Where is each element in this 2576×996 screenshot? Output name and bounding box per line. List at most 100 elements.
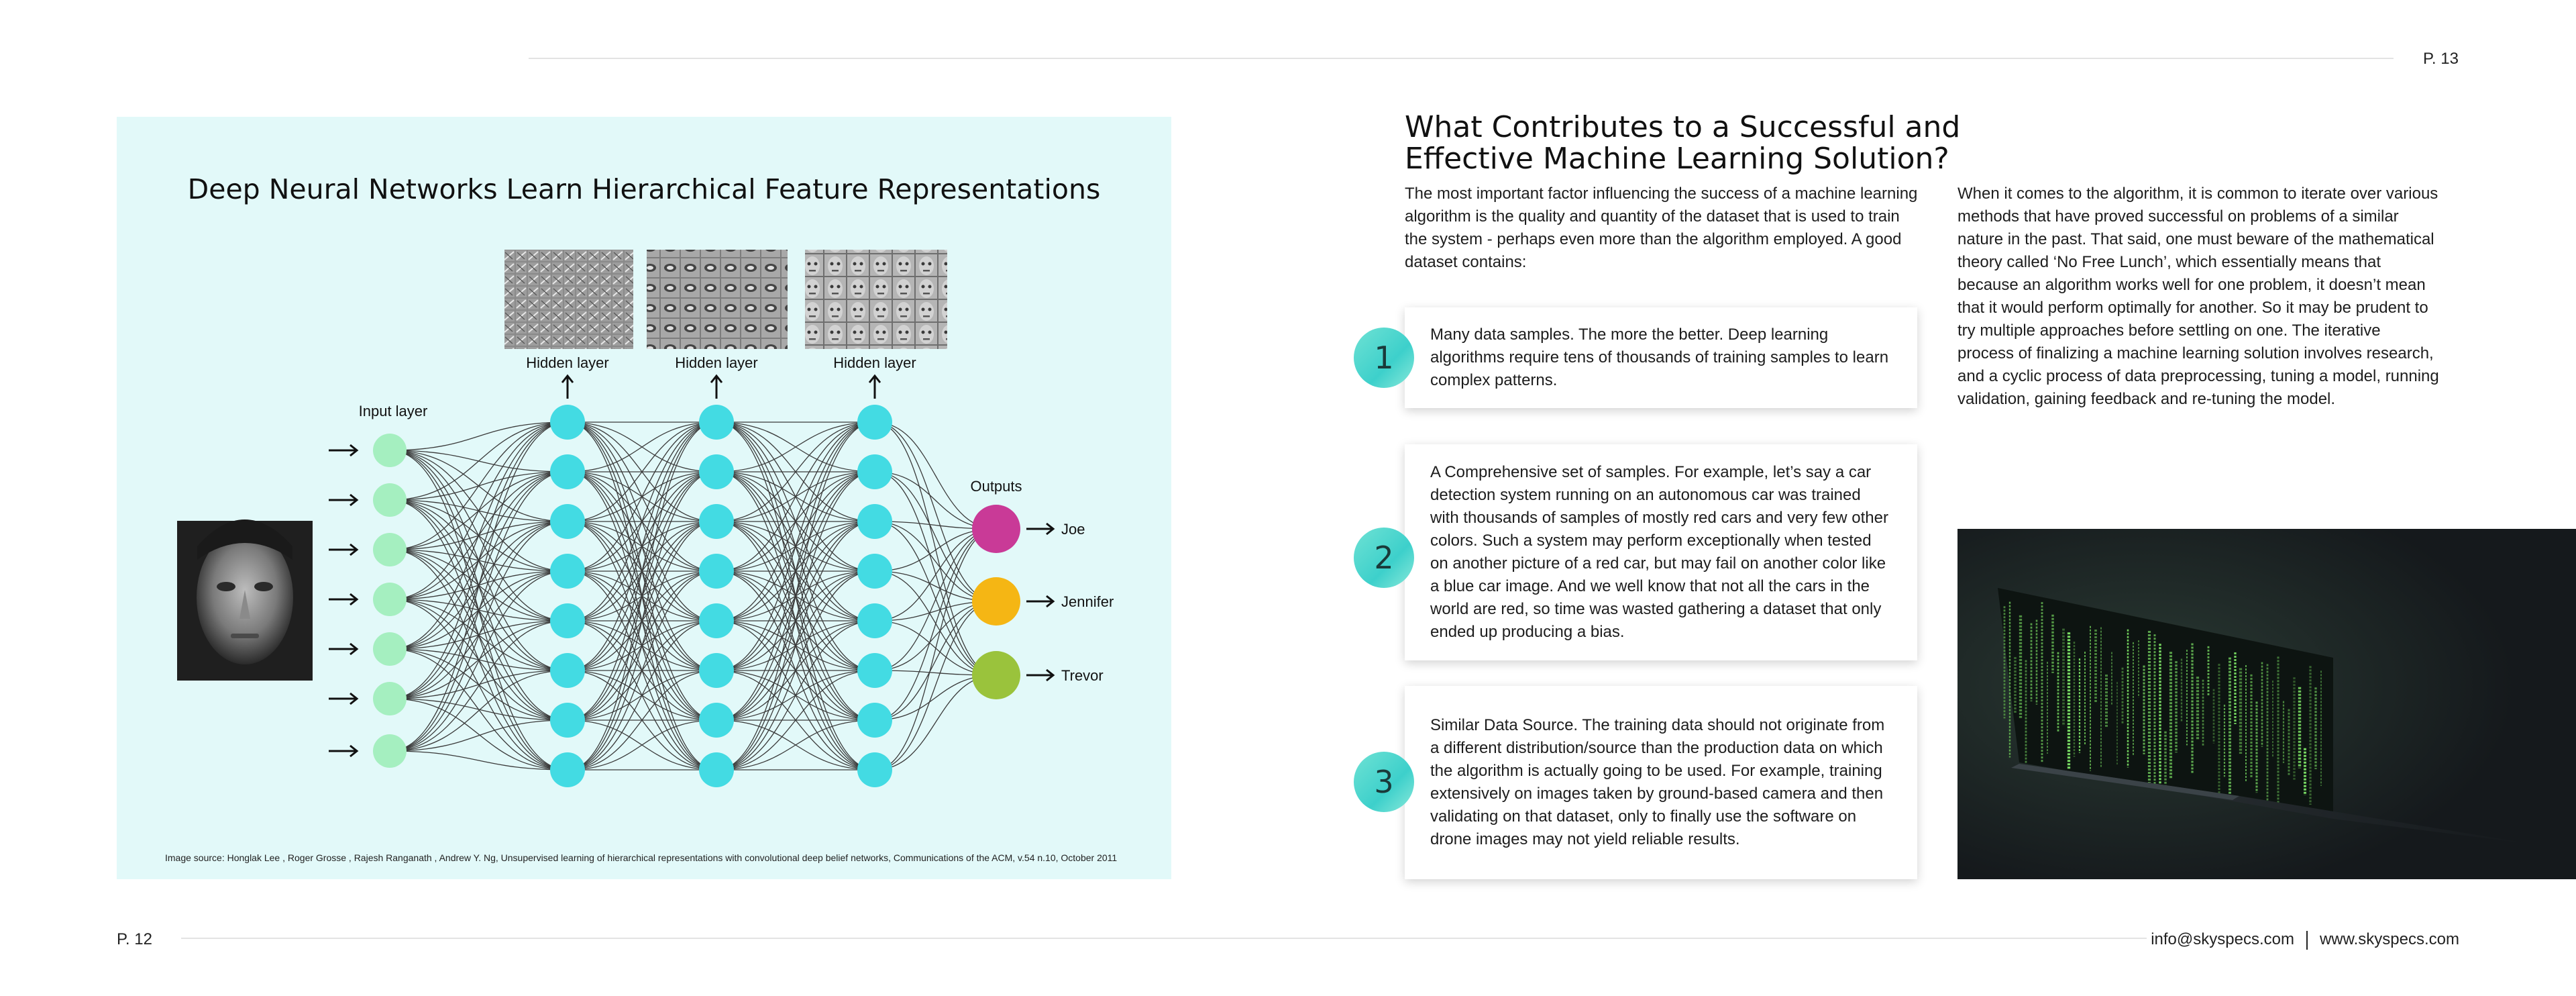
- hidden1-node: [550, 752, 585, 787]
- network-edge: [874, 421, 997, 676]
- input-node: [373, 734, 407, 768]
- output-node: [972, 577, 1020, 626]
- network-edge: [567, 421, 717, 522]
- hidden-up-arrow-head: [868, 374, 881, 383]
- right-column-paragraph: When it comes to the algorithm, it is co…: [1957, 185, 2439, 408]
- hidden2-node: [699, 752, 734, 787]
- hidden-layer-label: Hidden layer: [675, 354, 758, 371]
- output-name-label: Joe: [1061, 521, 1085, 538]
- input-arrow-head: [350, 543, 359, 556]
- laptop-code-photo: [1957, 529, 2576, 879]
- hidden1-node: [550, 405, 585, 440]
- output-arrow-head: [1046, 522, 1055, 536]
- network-edge: [716, 670, 875, 770]
- network-edge: [389, 750, 568, 770]
- hidden1-node: [550, 653, 585, 688]
- network-connections: [389, 421, 997, 770]
- output-node: [972, 651, 1020, 699]
- network-edge: [716, 421, 875, 770]
- hidden3-node: [857, 603, 892, 638]
- network-edge: [567, 421, 717, 671]
- network-edge: [716, 421, 875, 522]
- output-arrow-head: [1046, 668, 1055, 682]
- hidden3-node: [857, 752, 892, 787]
- hidden3-node: [857, 703, 892, 738]
- outputs-label: Outputs: [970, 478, 1022, 495]
- hidden2-node: [699, 504, 734, 539]
- point-badge-2: 2: [1354, 528, 1414, 588]
- network-edge: [874, 471, 997, 676]
- feature-image-parts: [647, 250, 788, 349]
- network-edge: [389, 698, 568, 770]
- network-edge: [874, 528, 997, 770]
- network-edge: [389, 471, 568, 752]
- network-edge: [567, 421, 717, 770]
- footer-email[interactable]: info@skyspecs.com: [2151, 930, 2294, 948]
- figure-title: Deep Neural Networks Learn Hierarchical …: [187, 173, 1101, 205]
- network-edge: [716, 421, 875, 721]
- network-edge: [389, 421, 568, 501]
- hidden-up-arrow-head: [561, 374, 574, 383]
- feature-image-faces: [805, 250, 947, 349]
- network-edge: [567, 421, 717, 572]
- code-rain: [2003, 601, 2322, 808]
- point-text-3: Similar Data Source. The training data s…: [1430, 716, 1885, 848]
- network-edge: [716, 421, 875, 621]
- hidden3-node: [857, 454, 892, 489]
- network-edge: [389, 421, 568, 752]
- network-edge: [389, 570, 568, 699]
- hidden1-node: [550, 603, 585, 638]
- footer-separator: [2306, 930, 2308, 950]
- hidden3-node: [857, 653, 892, 688]
- network-edge: [389, 620, 568, 752]
- network-edge: [716, 421, 875, 572]
- input-arrow-head: [350, 593, 359, 606]
- input-node: [373, 533, 407, 566]
- network-nodes: [373, 405, 1020, 787]
- network-edge: [716, 570, 875, 770]
- network-edge: [874, 528, 997, 721]
- page-number-left: P. 12: [117, 930, 152, 948]
- network-edge: [389, 719, 568, 752]
- hidden2-node: [699, 703, 734, 738]
- point-card-2: A Comprehensive set of samples. For exam…: [1405, 444, 1917, 660]
- input-arrow-head: [350, 493, 359, 507]
- face-photo: [177, 519, 313, 681]
- footer-rule: [181, 938, 2147, 939]
- network-edge: [716, 471, 875, 770]
- network-edge: [716, 421, 875, 472]
- network-edge: [389, 570, 568, 752]
- network-edge: [567, 719, 717, 770]
- network-edge: [567, 471, 717, 770]
- network-edge: [389, 521, 568, 752]
- footer-website[interactable]: www.skyspecs.com: [2319, 930, 2459, 948]
- network-edge: [567, 421, 717, 721]
- input-node: [373, 483, 407, 517]
- hidden2-node: [699, 554, 734, 589]
- network-edge: [716, 521, 875, 770]
- input-arrow-head: [350, 642, 359, 656]
- hidden-up-arrow-head: [710, 374, 723, 383]
- network-edge: [567, 670, 717, 770]
- hidden1-node: [550, 554, 585, 589]
- hidden2-node: [699, 454, 734, 489]
- network-edge: [567, 570, 717, 770]
- hidden2-node: [699, 405, 734, 440]
- hidden1-node: [550, 703, 585, 738]
- input-arrow-head: [350, 692, 359, 705]
- network-edge: [567, 620, 717, 770]
- hidden1-node: [550, 504, 585, 539]
- network-edge: [567, 421, 717, 621]
- network-edge: [567, 521, 717, 770]
- point-text-2: A Comprehensive set of samples. For exam…: [1430, 463, 1888, 641]
- footer-contact: info@skyspecs.com www.skyspecs.com: [2151, 930, 2459, 950]
- neural-network-figure: Deep Neural Networks Learn Hierarchical …: [117, 117, 1171, 879]
- network-edge: [389, 421, 568, 451]
- network-edge: [389, 421, 568, 550]
- network-edge: [389, 620, 568, 699]
- output-name-label: Jennifer: [1061, 593, 1114, 610]
- input-arrow-head: [350, 444, 359, 457]
- page-number-right: P. 13: [2423, 50, 2459, 68]
- point-text-1: Many data samples. The more the better. …: [1430, 326, 1889, 389]
